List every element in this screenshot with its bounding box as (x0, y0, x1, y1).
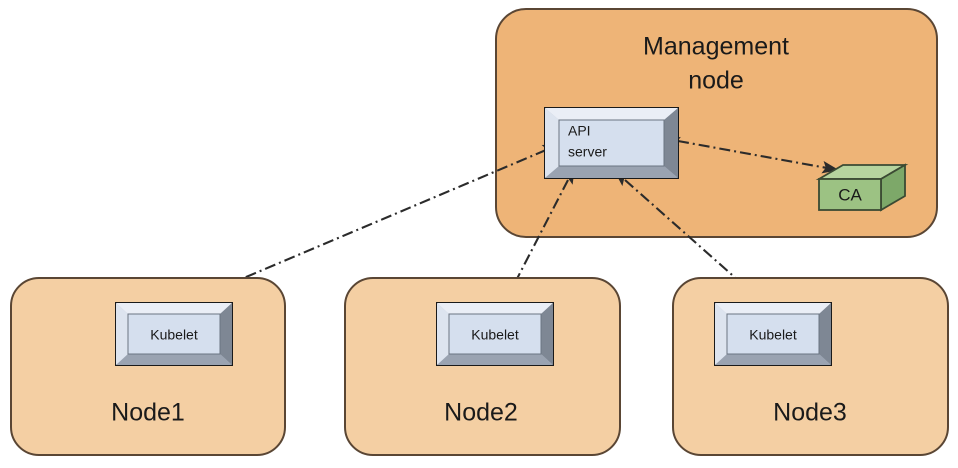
ca-box[interactable]: CA (815, 163, 909, 212)
kubelet-bevel-top-1 (116, 303, 232, 314)
kubelet-bevel-bottom-3 (715, 354, 831, 365)
kubelet-bevel-right-2 (541, 303, 553, 365)
kubelet-box-1[interactable]: Kubelet (115, 302, 233, 366)
kubelet-face-2 (448, 313, 542, 355)
api-server-bevel-right (664, 108, 678, 178)
kubelet-box-3[interactable]: Kubelet (714, 302, 832, 366)
connector-api-server-to-ca[interactable] (668, 136, 840, 174)
node-label-3: Node3 (773, 399, 847, 427)
kubelet-bevel-right-3 (819, 303, 831, 365)
node-group-3[interactable]: Kubelet Node3 (672, 277, 949, 456)
kubelet-box-2[interactable]: Kubelet (436, 302, 554, 366)
management-node-label-line2: node (688, 67, 744, 95)
ca-label: CA (838, 185, 862, 204)
node-group-2[interactable]: Kubelet Node2 (344, 277, 621, 456)
api-server-label-line1: API (568, 123, 591, 139)
kubelet-label-3: Kubelet (749, 327, 797, 343)
api-server-box[interactable]: API server (544, 107, 679, 179)
node-label-2: Node2 (444, 399, 518, 427)
kubelet-bevel-left-1 (116, 303, 128, 365)
kubelet-bevel-left-3 (715, 303, 727, 365)
kubelet-face-1 (127, 313, 221, 355)
management-node-label-line1: Management (643, 33, 789, 61)
api-server-bevel-bottom (545, 166, 678, 178)
ca-front-face (818, 178, 882, 211)
kubelet-bevel-top-2 (437, 303, 553, 314)
node-label-1: Node1 (111, 399, 185, 427)
kubelet-bevel-bottom-1 (116, 354, 232, 365)
api-server-label-line2: server (568, 144, 607, 160)
kubelet-bevel-left-2 (437, 303, 449, 365)
kubelet-bevel-right-1 (220, 303, 232, 365)
api-server-face (558, 119, 665, 167)
kubelet-bevel-bottom-2 (437, 354, 553, 365)
kubelet-label-1: Kubelet (150, 327, 198, 343)
node-group-1[interactable]: Kubelet Node1 (10, 277, 286, 456)
kubelet-bevel-top-3 (715, 303, 831, 314)
kubelet-label-2: Kubelet (471, 327, 519, 343)
api-server-bevel-left (545, 108, 559, 178)
api-server-bevel-top (545, 108, 678, 120)
kubelet-face-3 (726, 313, 820, 355)
